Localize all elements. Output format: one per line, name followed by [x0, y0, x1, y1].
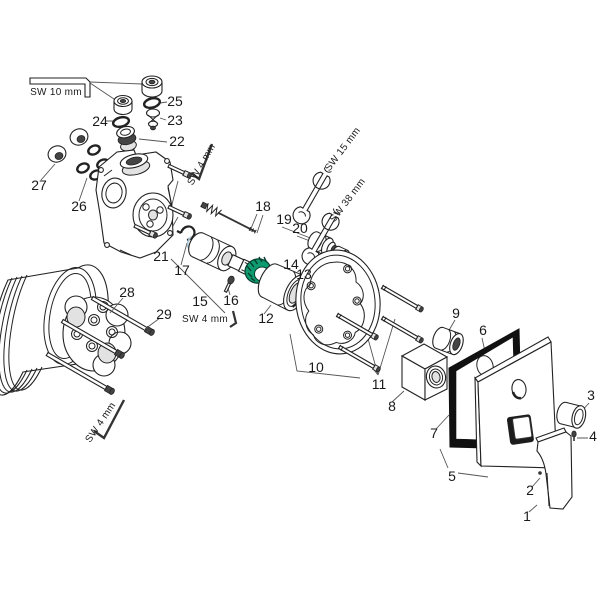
part-callout-5: 5 — [448, 468, 456, 484]
body-screws-21-drawing — [133, 163, 192, 239]
part-callout-17: 17 — [174, 262, 190, 278]
part-callout-25: 25 — [167, 93, 183, 109]
part-callout-19: 19 — [276, 211, 292, 227]
tool-label-sw15: SW 15 mm — [323, 125, 363, 173]
hex-key-sw4-mid-icon — [229, 310, 238, 328]
part-callout-2: 2 — [526, 482, 534, 498]
clip-17-drawing — [176, 225, 196, 242]
hex-key-sw10-icon — [29, 77, 91, 98]
part-callout-11: 11 — [372, 376, 387, 392]
part-callout-28: 28 — [119, 284, 135, 300]
part-callout-16: 16 — [223, 292, 239, 308]
bushings-27-drawing — [47, 128, 89, 163]
tool-label-sw38: SW 38 mm — [328, 176, 368, 224]
plate-screws-11-drawing — [335, 284, 424, 373]
part-callout-22: 22 — [169, 133, 185, 149]
part-callout-8: 8 — [388, 398, 396, 414]
tool-label-sw10: SW 10 mm — [30, 87, 82, 98]
plug-22-drawing — [116, 125, 137, 152]
cartridge-screw-16-drawing — [223, 275, 235, 294]
tool-label-sw4-mid: SW 4 mm — [182, 314, 228, 325]
tool-label-sw4-upper: SW 4 mm — [186, 142, 219, 187]
screw-plug-lower-drawing — [113, 94, 133, 116]
part-callout-9: 9 — [452, 305, 460, 321]
cartridge-screw-18-drawing — [200, 201, 257, 234]
part-callout-4: 4 — [589, 428, 597, 444]
part-callout-23: 23 — [167, 112, 183, 128]
o-ring-24-drawing — [111, 115, 131, 129]
part-callout-27: 27 — [31, 177, 47, 193]
diverter-knob-3-drawing — [556, 401, 587, 429]
part-callout-18: 18 — [255, 198, 271, 214]
wrench-sw15-icon — [292, 167, 332, 225]
check-valve-23-drawing — [145, 108, 161, 131]
part-callout-15: 15 — [192, 293, 208, 309]
part-callout-6: 6 — [479, 322, 487, 338]
set-screw-2-drawing — [538, 471, 542, 475]
part-callout-1: 1 — [523, 508, 531, 524]
cartridge-15-drawing — [188, 232, 253, 276]
escutcheon-plate-5-drawing — [474, 336, 558, 469]
screw-plug-top-drawing — [141, 75, 163, 98]
hex-key-sw4-upper-icon — [190, 143, 214, 181]
hex-key-sw4-lower-icon — [93, 399, 126, 440]
part-callout-3: 3 — [587, 387, 595, 403]
part-callout-10: 10 — [308, 359, 324, 375]
part-callout-26: 26 — [71, 198, 87, 214]
lever-handle-1-drawing — [535, 427, 573, 510]
o-ring-25-drawing — [142, 96, 162, 110]
valve-body-drawing — [95, 149, 174, 259]
housing-screws-drawing — [45, 295, 155, 395]
part-callout-14: 14 — [283, 256, 299, 272]
part-callout-13: 13 — [296, 266, 312, 282]
part-callout-21: 21 — [153, 248, 169, 264]
part-callout-20: 20 — [292, 220, 308, 236]
part-callout-29: 29 — [156, 306, 172, 322]
part-callout-7: 7 — [430, 425, 438, 441]
part-callout-24: 24 — [92, 113, 108, 129]
part-callout-12: 12 — [258, 310, 274, 326]
screw-4-drawing — [571, 430, 577, 441]
extension-cube-8-drawing — [400, 343, 449, 401]
adapter-9-drawing — [432, 326, 464, 356]
